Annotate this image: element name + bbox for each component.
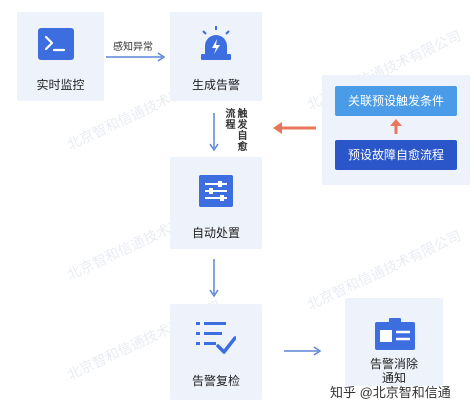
arrow-left-icon	[270, 121, 318, 140]
arrow-down-icon	[208, 258, 220, 303]
arrow-right-icon	[104, 50, 169, 68]
node-generate-alarm: 生成告警	[170, 12, 262, 101]
node-alarm-recheck: 告警复检	[170, 304, 262, 400]
edge-label-sense-anomaly: 感知异常	[113, 42, 153, 53]
node-label: 实时监控	[36, 78, 85, 92]
node-label: 自动处置	[191, 226, 240, 240]
arrow-down-icon	[208, 112, 220, 159]
process-button: 预设故障自愈流程	[335, 140, 457, 170]
checklist-icon	[196, 320, 237, 361]
id-card-icon	[375, 318, 415, 355]
edge-label-trigger-self-heal: 触发自愈流程	[223, 108, 246, 152]
arrow-up-icon	[389, 119, 403, 140]
node-label: 生成告警	[191, 78, 240, 92]
condition-button: 关联预设触发条件	[335, 86, 457, 116]
node-auto-handle: 自动处置	[170, 157, 262, 249]
node-label: 告警消除 通知	[369, 357, 418, 385]
node-realtime-monitor: 实时监控	[17, 12, 104, 101]
arrow-right-icon	[282, 344, 324, 362]
attribution: 知乎 @北京智和信通	[330, 385, 451, 400]
siren-icon	[196, 26, 236, 67]
terminal-icon	[37, 27, 75, 66]
node-label: 告警复检	[191, 374, 240, 388]
sliders-icon	[199, 175, 233, 212]
node-alarm-clear-notify: 告警消除 通知	[345, 298, 443, 386]
side-panel: 关联预设触发条件 预设故障自愈流程	[322, 75, 470, 185]
